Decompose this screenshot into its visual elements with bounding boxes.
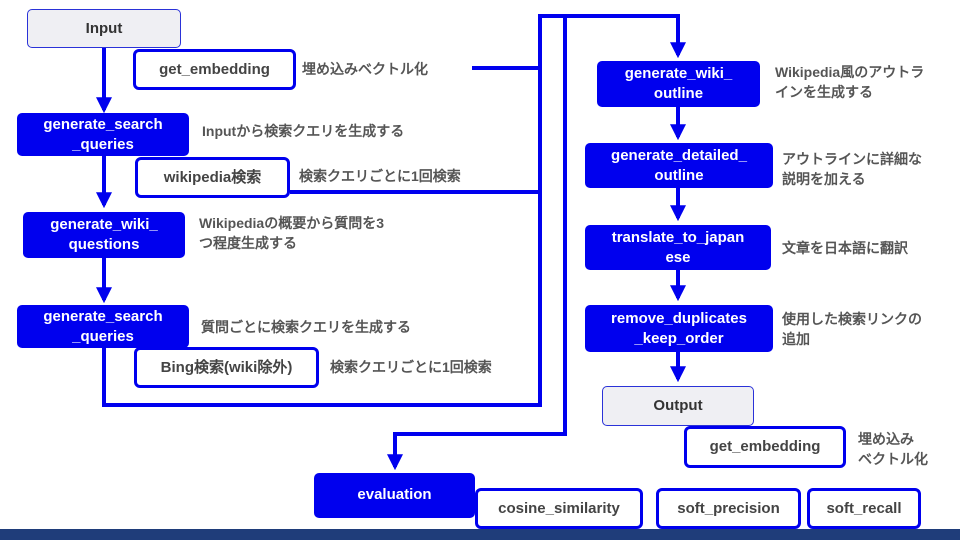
evaluation-node: evaluation [314, 473, 475, 518]
get-embedding-note: 埋め込みベクトル化 [302, 61, 428, 77]
wire-search2-to-bus [102, 14, 686, 407]
generate-wiki-outline: generate_wiki_ outline [597, 61, 760, 107]
input-node: Input [27, 9, 181, 48]
generate-search-queries-1: generate_search _queries [17, 113, 189, 156]
generate-search-queries-2: generate_search _queries [17, 305, 189, 348]
output-node: Output [602, 386, 754, 426]
generate-wiki-questions: generate_wiki_ questions [23, 212, 185, 258]
generate-wiki-questions-note: Wikipediaの概要から質問を3 つ程度生成する [199, 215, 385, 251]
cosine-similarity-box: cosine_similarity [475, 488, 643, 529]
output-get-embedding-note: 埋め込み ベクトル化 [858, 431, 928, 467]
translate-to-japanese: translate_to_japan ese [585, 225, 771, 270]
wire-to-evaluation [387, 16, 567, 471]
generate-search-queries-2-note: 質問ごとに検索クエリを生成する [201, 319, 411, 335]
footer-bar [0, 529, 960, 540]
bing-search-box: Bing検索(wiki除外) [134, 347, 319, 388]
remove-duplicates-keep-order: remove_duplicates _keep_order [585, 305, 773, 352]
generate-search-queries-1-note: Inputから検索クエリを生成する [202, 123, 405, 139]
soft-recall-box: soft_recall [807, 488, 921, 529]
generate-detailed-outline: generate_detailed_ outline [585, 143, 773, 188]
soft-precision-box: soft_precision [656, 488, 801, 529]
get-embedding-box: get_embedding [133, 49, 296, 90]
translate-to-japanese-note: 文章を日本語に翻訳 [782, 240, 908, 256]
output-get-embedding-box: get_embedding [684, 426, 846, 468]
remove-duplicates-note: 使用した検索リンクの 追加 [782, 311, 922, 347]
generate-detailed-outline-note: アウトラインに詳細な 説明を加える [782, 151, 922, 187]
wikipedia-search-note: 検索クエリごとに1回検索 [299, 168, 461, 184]
bing-search-note: 検索クエリごとに1回検索 [330, 359, 492, 375]
wikipedia-search-box: wikipedia検索 [135, 157, 290, 198]
generate-wiki-outline-note: Wikipedia風のアウトラ インを生成する [775, 64, 925, 100]
